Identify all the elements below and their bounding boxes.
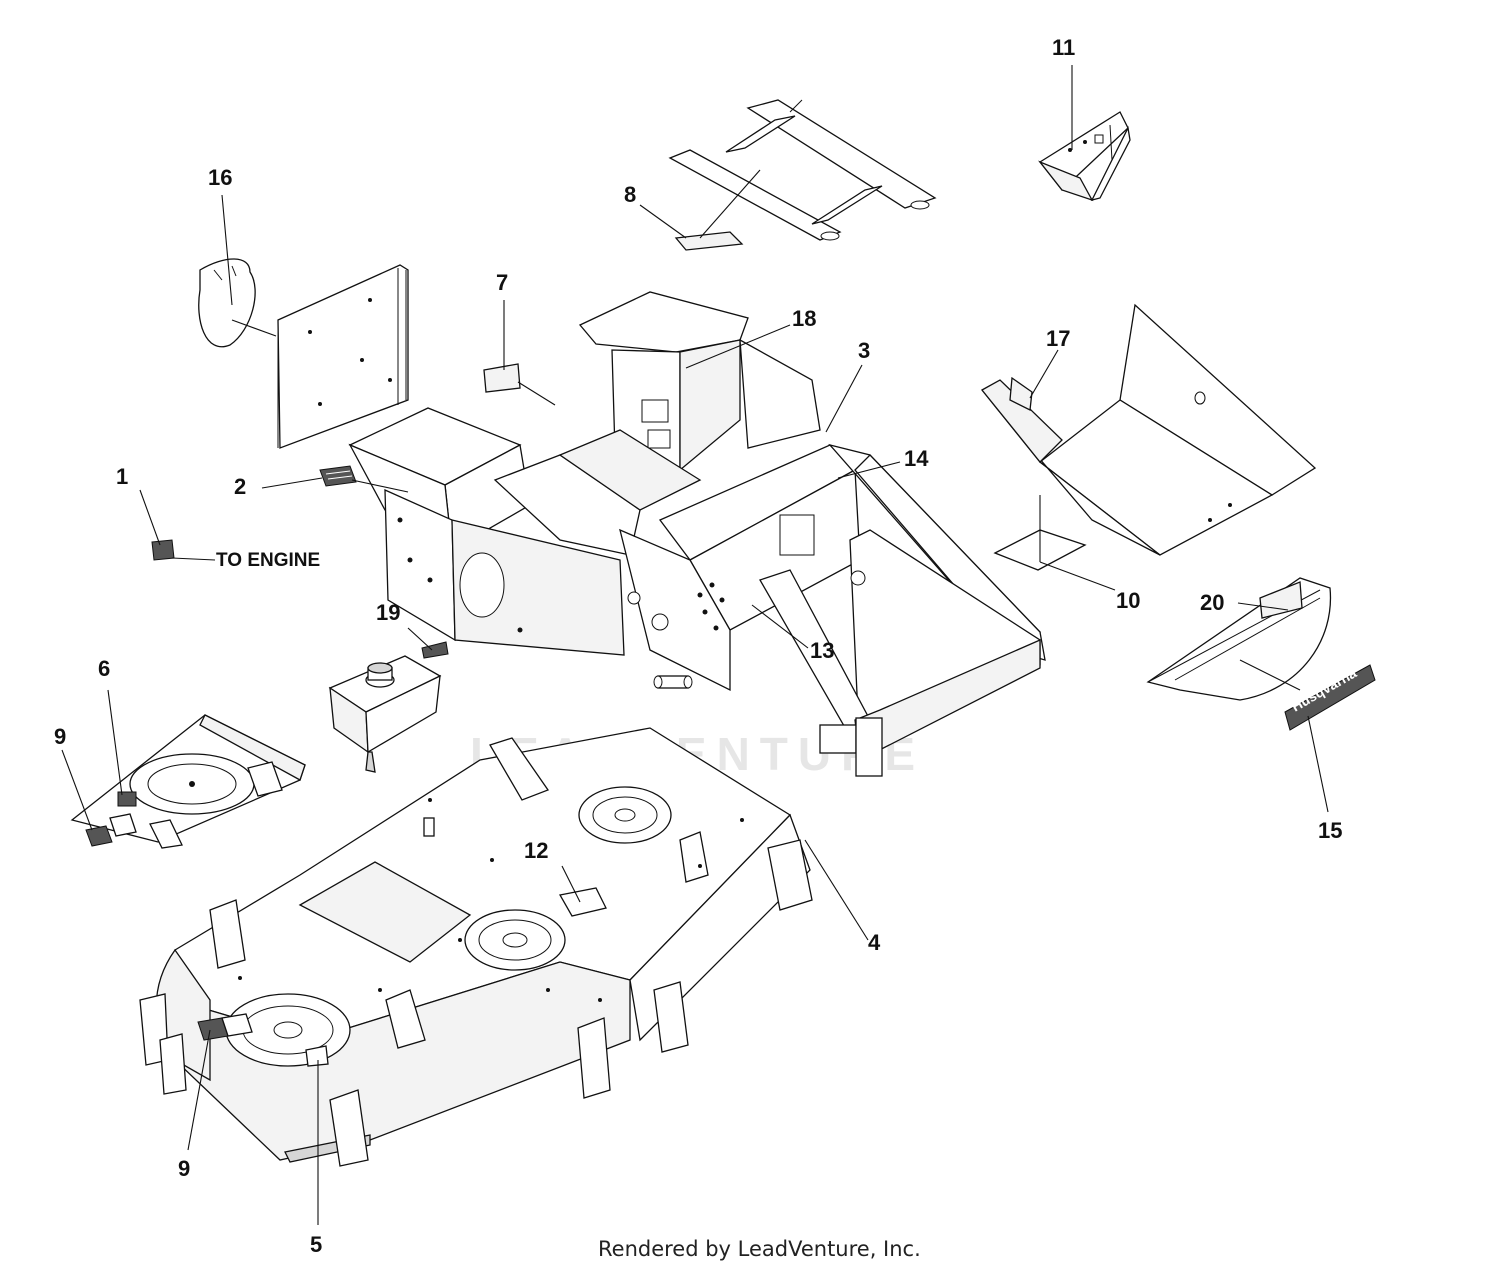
callout-13: 13 <box>810 638 834 663</box>
main-frame <box>348 291 1046 777</box>
control-bracket <box>1037 111 1131 202</box>
callout-9-cover: 9 <box>54 724 66 749</box>
callout-18: 18 <box>792 306 816 331</box>
callout-9-deck: 9 <box>178 1156 190 1181</box>
side-cover <box>1146 577 1332 701</box>
callout-4: 4 <box>868 930 881 955</box>
floor-pan <box>981 303 1317 571</box>
to-engine-note: TO ENGINE <box>216 550 320 571</box>
callout-14: 14 <box>904 446 929 471</box>
callout-3: 3 <box>858 338 870 363</box>
decal-7 <box>483 363 521 393</box>
callout-11: 11 <box>1052 35 1075 60</box>
callout-12: 12 <box>524 838 548 863</box>
callout-17: 17 <box>1046 326 1070 351</box>
callout-6: 6 <box>98 656 110 681</box>
leader-lines <box>61 65 1329 1225</box>
decal-1 <box>151 539 175 561</box>
callout-10: 10 <box>1116 588 1140 613</box>
callout-19: 19 <box>376 600 400 625</box>
callout-7: 7 <box>496 270 508 295</box>
callout-1: 1 <box>116 464 128 489</box>
callout-2: 2 <box>234 474 246 499</box>
callout-15: 15 <box>1318 818 1342 843</box>
mower-deck <box>139 727 813 1167</box>
shield-decal <box>198 258 256 348</box>
callout-5: 5 <box>310 1232 322 1257</box>
fuel-tank <box>328 641 449 773</box>
callout-16: 16 <box>208 165 232 190</box>
belt-cover <box>70 714 306 849</box>
footer-credit: Rendered by LeadVenture, Inc. <box>598 1237 921 1261</box>
husqvarna-decal: Husqvarna <box>1284 664 1376 731</box>
callout-20: 20 <box>1200 590 1224 615</box>
decal-2 <box>319 465 357 487</box>
rear-shield <box>277 264 409 449</box>
seat-support-frame <box>668 99 937 251</box>
callout-labels: 1 2 3 4 5 6 7 8 9 9 10 11 12 13 14 15 16… <box>54 35 1342 1257</box>
callout-8: 8 <box>624 182 636 207</box>
